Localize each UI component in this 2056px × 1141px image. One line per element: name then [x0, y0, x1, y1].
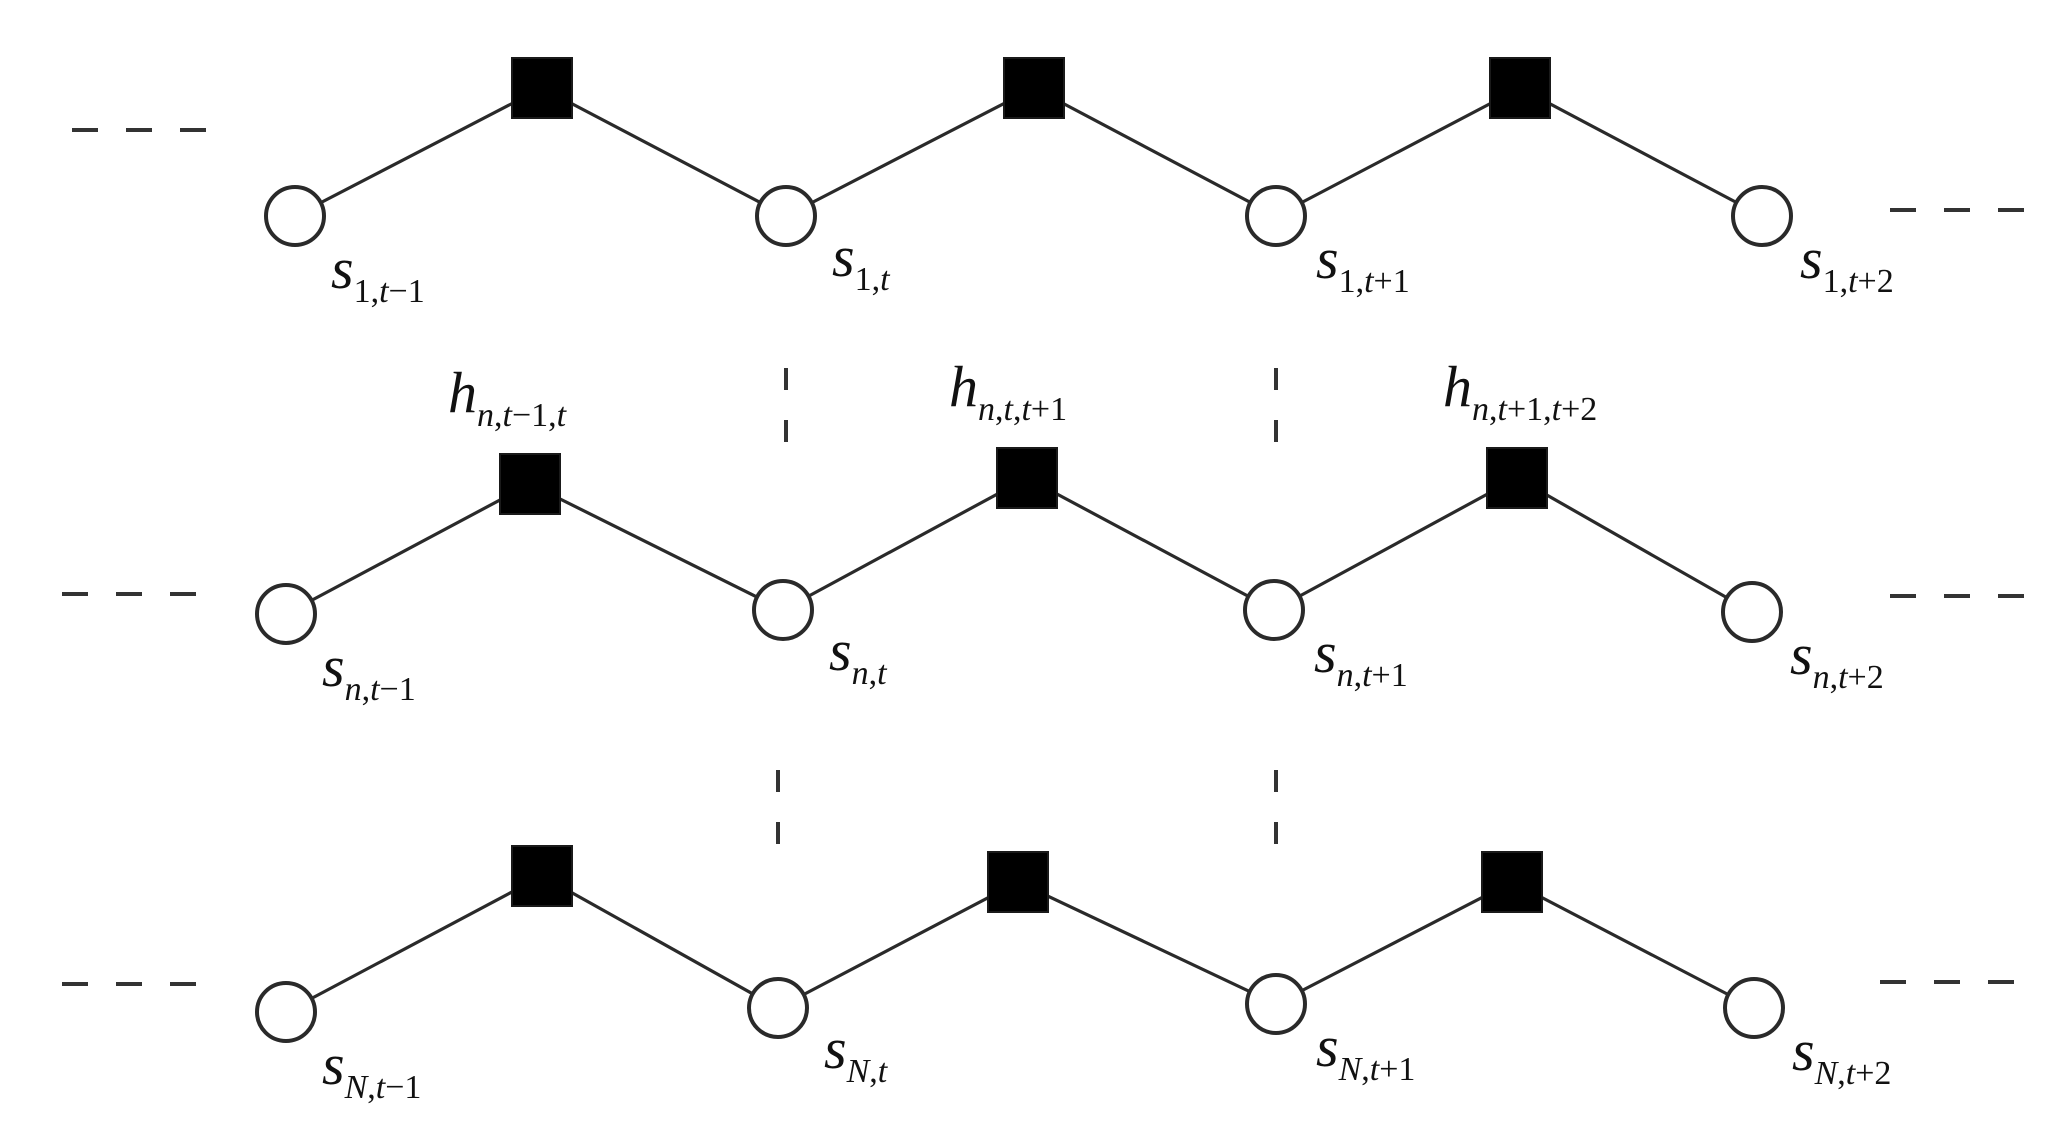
variable-node	[1243, 579, 1305, 641]
variable-node	[255, 583, 317, 645]
variable-label: sN,t+1	[1316, 1014, 1415, 1088]
graph-edge	[1026, 476, 1275, 612]
variable-label: s1,t+2	[1800, 226, 1894, 300]
graph-edge	[285, 874, 543, 1014]
variable-label: sN,t−1	[322, 1032, 421, 1106]
variable-label: sn,t+1	[1314, 620, 1408, 694]
graph-edge	[1017, 880, 1277, 1006]
factor-label: hn,t,t+1	[949, 354, 1067, 428]
factor-node	[1481, 851, 1543, 913]
variable-node	[1723, 977, 1785, 1039]
variable-node	[1245, 973, 1307, 1035]
variable-label: sn,t−1	[322, 634, 416, 708]
variable-node	[747, 977, 809, 1039]
factor-label: hn,t+1,t+2	[1443, 354, 1597, 428]
graph-edge	[1033, 86, 1277, 218]
factor-node	[1489, 57, 1551, 119]
row-1	[72, 57, 2030, 247]
variable-node	[755, 185, 817, 247]
variable-label: sn,t	[829, 618, 888, 692]
variable-label: sN,t+2	[1792, 1018, 1891, 1092]
graph-edge	[1519, 86, 1763, 218]
factor-node	[511, 57, 573, 119]
factor-node	[1003, 57, 1065, 119]
variable-node	[1721, 581, 1783, 643]
factor-node	[1486, 447, 1548, 509]
variable-node	[1245, 185, 1307, 247]
variable-label: s1,t−1	[331, 236, 425, 310]
variable-node	[752, 579, 814, 641]
factor-node	[996, 447, 1058, 509]
variable-node	[264, 185, 326, 247]
graph-edge	[1275, 880, 1513, 1006]
graph-edge	[541, 86, 787, 218]
variable-label: s1,t+1	[1316, 226, 1410, 300]
graph-edge	[541, 874, 779, 1010]
variable-label: sN,t	[824, 1016, 889, 1090]
graph-edge	[294, 86, 543, 218]
factor-node	[499, 453, 561, 515]
factor-node	[987, 851, 1049, 913]
variable-node	[1731, 185, 1793, 247]
variable-label: sn,t+2	[1790, 622, 1884, 696]
graph-edge	[285, 482, 531, 616]
factor-node	[511, 845, 573, 907]
row-n	[62, 447, 2030, 645]
graph-edge	[1273, 476, 1518, 612]
variable-node	[255, 981, 317, 1043]
graph-edge	[782, 476, 1028, 612]
graph-edge	[1511, 880, 1755, 1010]
variable-label: s1,t	[832, 224, 891, 298]
graph-edge	[1516, 476, 1753, 614]
factor-label: hn,t−1,t	[448, 360, 568, 434]
graph-edge	[785, 86, 1035, 218]
graph-edge	[529, 482, 784, 612]
graph-edge	[1275, 86, 1521, 218]
graph-edge	[777, 880, 1019, 1010]
row-N	[62, 845, 2030, 1043]
